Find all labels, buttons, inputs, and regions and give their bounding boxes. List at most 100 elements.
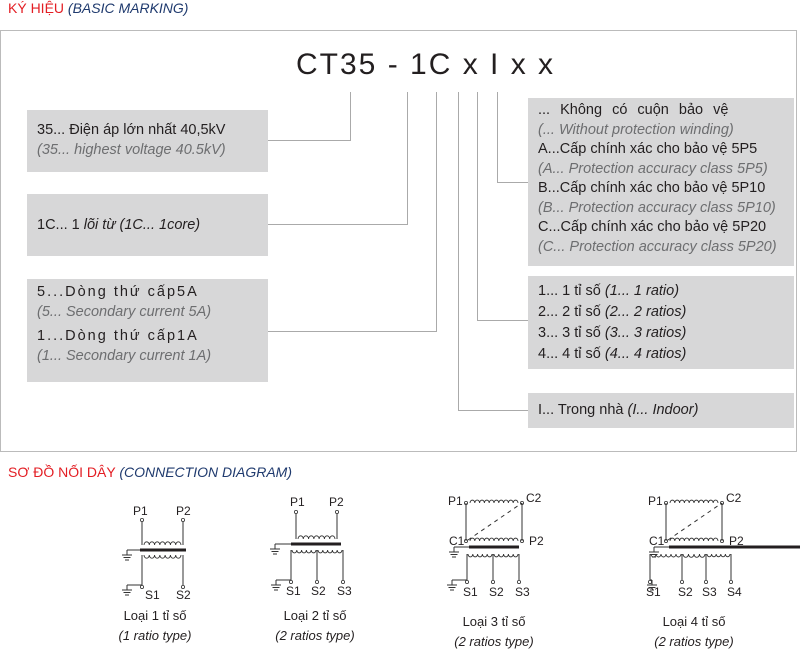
terminal-label: C1 (449, 534, 465, 548)
coil (317, 549, 343, 554)
terminal (180, 518, 185, 523)
ratio-1-en: (1... 1 ratio) (604, 283, 680, 299)
terminal-label: S1 (646, 585, 661, 599)
connection-diagram-heading: SƠ ĐỒ NỐI DÂY (CONNECTION DIAGRAM) (8, 464, 292, 480)
connector (350, 92, 351, 141)
terminal-label: S3 (515, 585, 530, 599)
terminal (139, 585, 144, 590)
terminal-label: S2 (678, 585, 693, 599)
wire (667, 502, 723, 541)
terminal-label: P2 (729, 534, 744, 548)
coil (143, 541, 182, 546)
core-bar (291, 542, 341, 546)
ratio-2-vi: 2... 2 tỉ số (538, 304, 605, 320)
terminal-label: S1 (286, 584, 301, 598)
terminal (334, 509, 339, 514)
terminal (139, 518, 144, 523)
terminal-label: P2 (529, 534, 544, 548)
current-5a: 5...Dòng thứ cấp5A (37, 284, 199, 300)
connector (477, 92, 478, 321)
protection-box: ... Không có cuộn bảo vệ (... Without pr… (528, 98, 794, 266)
ratio-3: 3... 3 tỉ số (3... 3 ratios) (538, 323, 784, 344)
diagram-4-caption: Loại 4 tỉ số(2 ratios type) (614, 612, 774, 652)
ratio-2: 2... 2 tỉ số (2... 2 ratios) (538, 302, 784, 323)
marking-frame (0, 30, 797, 452)
coil (291, 549, 317, 554)
terminal-label: S2 (176, 588, 191, 602)
wire (467, 502, 523, 541)
terminal (648, 580, 653, 585)
coil (682, 553, 706, 558)
connector (267, 224, 408, 225)
connector (477, 320, 528, 321)
connector (458, 410, 528, 411)
connector (267, 331, 437, 332)
protection-none: ... Không có cuộn bảo vệ (538, 102, 729, 118)
coil (467, 553, 493, 558)
protection-5p20-en: (C... Protection accuracy class 5P20) (538, 238, 777, 255)
caption: Loại 2 tỉ số (283, 608, 347, 623)
connector (458, 92, 459, 411)
current-box: 5...Dòng thứ cấp5A (5... Secondary curre… (27, 279, 268, 382)
terminal-label: S3 (337, 584, 352, 598)
caption-en: (2 ratios type) (454, 634, 534, 649)
caption: Loại 3 tỉ số (462, 614, 526, 629)
terminal-label: S3 (702, 585, 717, 599)
voltage-en: (35... highest voltage 40.5kV) (37, 142, 226, 158)
core-en: lõi từ (1C... 1core) (83, 217, 201, 233)
coil (669, 537, 719, 542)
ratio-4: 4... 4 tỉ số (4... 4 ratios) (538, 344, 784, 365)
heading-en: (BASIC MARKING) (67, 0, 189, 16)
terminal (340, 580, 345, 585)
terminal-label: S1 (463, 585, 478, 599)
current-5a-en: (5... Secondary current 5A) (37, 304, 212, 320)
coil (650, 553, 682, 558)
coil (143, 554, 182, 559)
voltage-vi: 35... Điện áp lớn nhất 40,5kV (37, 122, 226, 138)
diagram-2-caption: Loại 2 tỉ số(2 ratios type) (235, 606, 395, 646)
coil (469, 537, 519, 542)
diagram-3-caption: Loại 3 tỉ số (2 ratios type) (414, 612, 574, 652)
terminal-label: C2 (726, 491, 742, 505)
terminal (464, 580, 469, 585)
protection-5p5: A...Cấp chính xác cho bảo vệ 5P5 (538, 141, 758, 157)
core-bar (669, 545, 800, 549)
coil (297, 535, 336, 540)
current-1a: 1...Dòng thứ cấp1A (37, 328, 199, 344)
basic-marking-heading: KÝ HIỆU (BASIC MARKING) (8, 0, 188, 16)
terminal-label: C1 (649, 534, 665, 548)
coil (469, 499, 519, 504)
connector (436, 92, 437, 332)
terminal (180, 585, 185, 590)
coil (493, 553, 519, 558)
terminal-label: S2 (311, 584, 326, 598)
ratio-4-vi: 4... 4 tỉ số (538, 346, 605, 362)
terminal (293, 509, 298, 514)
terminal-label: P1 (133, 504, 148, 518)
ratio-4-en: (4... 4 ratios) (604, 346, 687, 362)
caption-en: (1 ratio type) (118, 628, 192, 643)
terminal-label: S1 (145, 588, 160, 602)
connector (497, 92, 498, 183)
ratio-3-vi: 3... 3 tỉ số (538, 325, 605, 341)
indoor-en: (I... Indoor) (627, 402, 699, 418)
terminal-label: C2 (526, 491, 542, 505)
heading2-vi: SƠ ĐỒ NỐI DÂY (8, 464, 116, 480)
current-1a-en: (1... Secondary current 1A) (37, 348, 212, 364)
terminal-label: S2 (489, 585, 504, 599)
connector (407, 92, 408, 225)
ratio-3-en: (3... 3 ratios) (604, 325, 687, 341)
protection-5p10: B...Cấp chính xác cho bảo vệ 5P10 (538, 180, 766, 196)
terminal (704, 580, 709, 585)
protection-5p5-en: (A... Protection accuracy class 5P5) (538, 160, 768, 177)
terminal (517, 580, 522, 585)
core-box: 1C... 1 lõi từ (1C... 1core) (27, 194, 268, 256)
terminal-label: P2 (329, 495, 344, 509)
terminal (680, 580, 685, 585)
core-bar (140, 548, 186, 552)
diagram-1-caption: Loại 1 tỉ số (1 ratio type) (75, 606, 235, 646)
coil (706, 553, 731, 558)
protection-5p10-en: (B... Protection accuracy class 5P10) (538, 199, 776, 216)
caption: Loại 1 tỉ số (123, 608, 187, 623)
